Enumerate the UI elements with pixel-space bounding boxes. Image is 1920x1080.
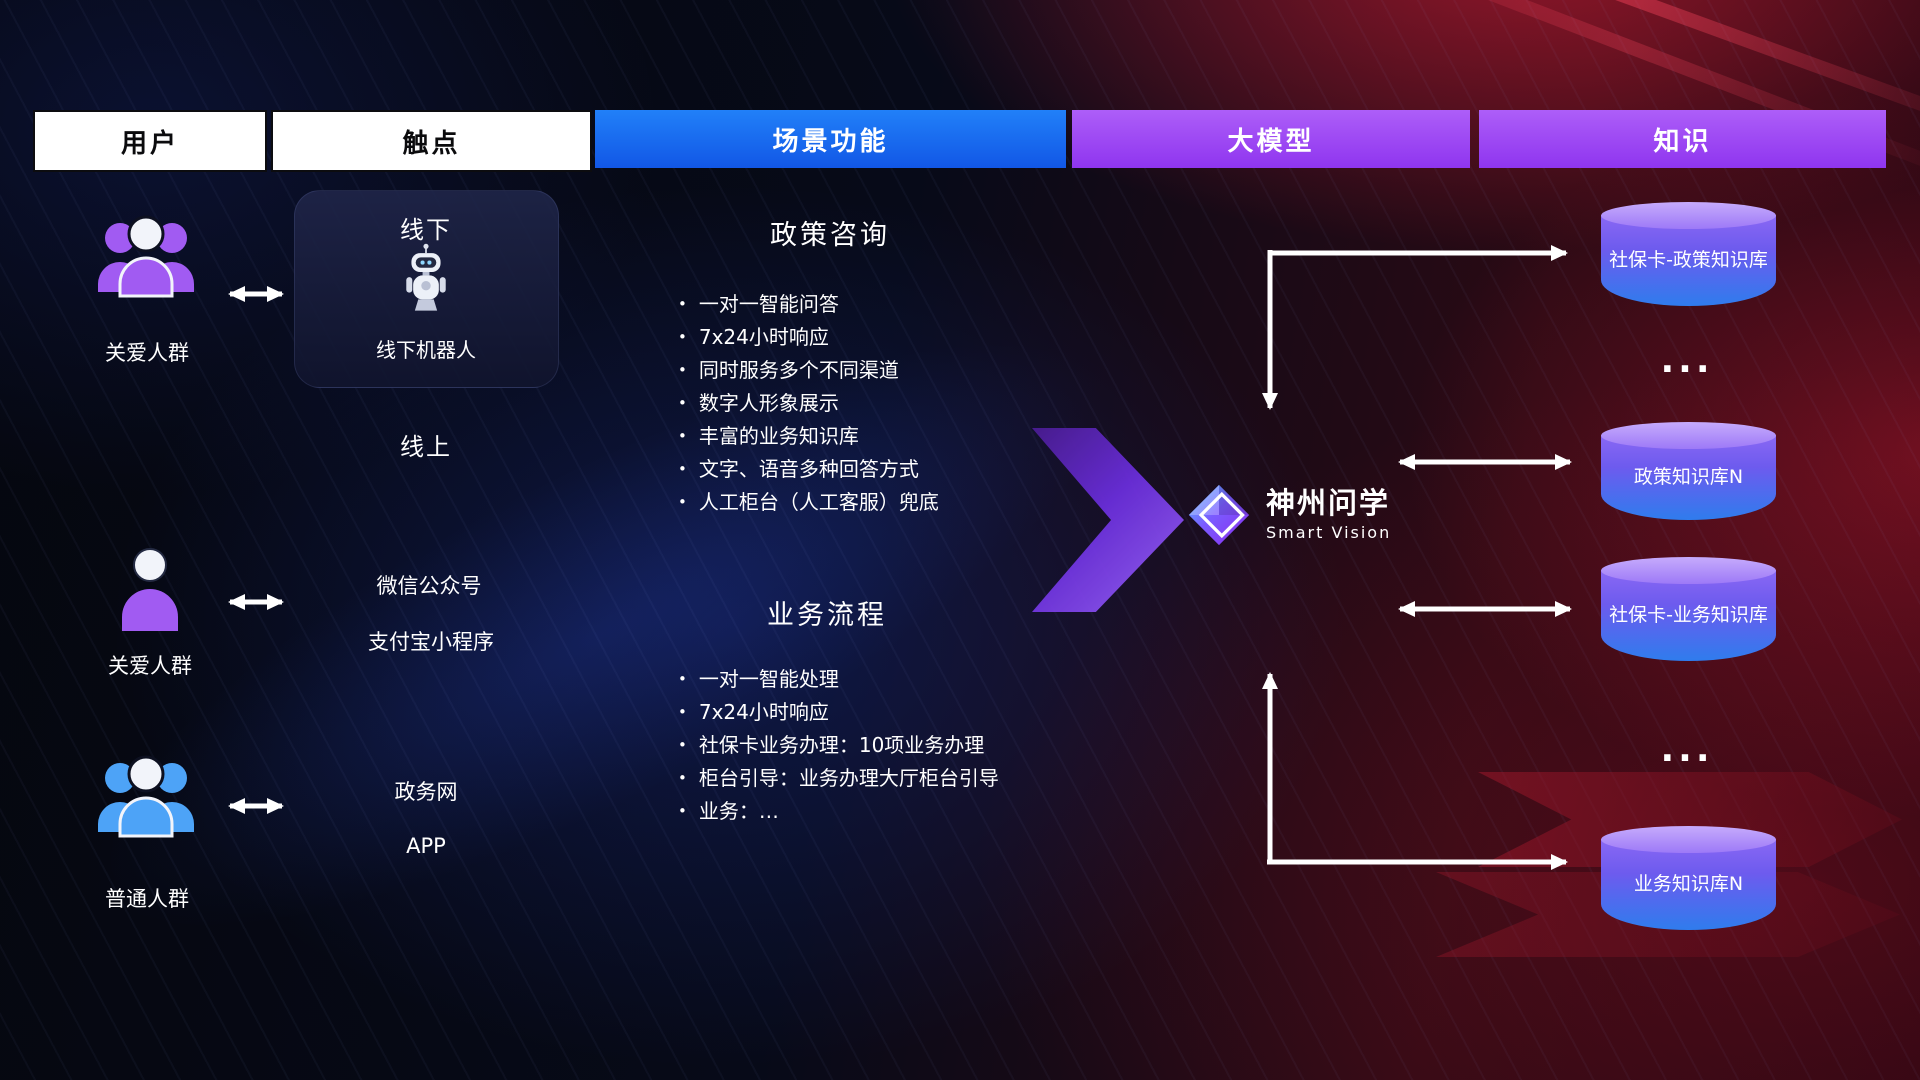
- db-social-policy: 社保卡-政策知识库: [1601, 202, 1776, 306]
- db-cylinder-body: [1601, 570, 1776, 661]
- header-col-users: 用户: [33, 110, 267, 172]
- user-ordinary-label: 普通人群: [105, 887, 189, 911]
- user-group-purple-icon: [98, 215, 194, 298]
- bullet-item: 丰富的业务知识库: [678, 420, 939, 453]
- db-business-n: 业务知识库N: [1601, 826, 1776, 930]
- bullet-item: 一对一智能问答: [678, 288, 939, 321]
- user-group-blue-icon: [98, 755, 194, 838]
- db-cylinder-body: [1601, 215, 1776, 306]
- channel-gov-web: 政务网: [394, 780, 458, 804]
- header-col-knowledge: 知识: [1479, 110, 1886, 168]
- db-cylinder-body: [1601, 839, 1776, 930]
- model-logo: 神州问学 Smart Vision: [1186, 482, 1391, 548]
- db-policy-n: 政策知识库N: [1601, 422, 1776, 520]
- scenario-business-title: 业务流程: [767, 600, 887, 631]
- robot-icon: [406, 243, 446, 311]
- knowledge-ellipsis-top: ...: [1660, 340, 1714, 381]
- db-cylinder-cap: [1601, 422, 1776, 449]
- knowledge-ellipsis-bottom: ...: [1660, 729, 1714, 770]
- user-single-purple-icon: [122, 548, 178, 631]
- offline-robot-label: 线下机器人: [376, 338, 476, 362]
- db-label: 社保卡-业务知识库: [1609, 603, 1768, 626]
- channel-app: APP: [406, 834, 446, 858]
- model-text: 神州问学 Smart Vision: [1266, 486, 1392, 542]
- header-col-touchpoints: 触点: [271, 110, 592, 172]
- offline-title: 线下: [400, 216, 452, 244]
- online-title: 线上: [400, 433, 452, 461]
- model-subtitle: Smart Vision: [1266, 522, 1392, 542]
- db-cylinder-body: [1601, 435, 1776, 520]
- bullet-item: 7x24小时响应: [678, 321, 939, 354]
- db-cylinder-cap: [1601, 557, 1776, 584]
- bullet-item: 同时服务多个不同渠道: [678, 354, 939, 387]
- scenario-business-bullets: 一对一智能处理 7x24小时响应 社保卡业务办理：10项业务办理 柜台引导：业务…: [678, 663, 999, 828]
- user-single-label: 关爱人群: [108, 654, 192, 678]
- channel-wechat: 微信公众号: [376, 574, 482, 598]
- header-col-scenarios: 场景功能: [595, 110, 1066, 168]
- db-label: 业务知识库N: [1633, 872, 1744, 895]
- diamond-logo-icon: [1188, 484, 1250, 546]
- channel-alipay: 支付宝小程序: [368, 630, 494, 654]
- db-label: 政策知识库N: [1633, 465, 1744, 488]
- scenario-policy-bullets: 一对一智能问答 7x24小时响应 同时服务多个不同渠道 数字人形象展示 丰富的业…: [678, 288, 939, 519]
- bullet-item: 人工柜台（人工客服）兜底: [678, 486, 939, 519]
- user-group-label: 关爱人群: [105, 341, 189, 365]
- db-social-business: 社保卡-业务知识库: [1601, 557, 1776, 661]
- bullet-item: 社保卡业务办理：10项业务办理: [678, 729, 999, 762]
- bullet-item: 数字人形象展示: [678, 387, 939, 420]
- bullet-item: 文字、语音多种回答方式: [678, 453, 939, 486]
- db-cylinder-cap: [1601, 202, 1776, 229]
- bullet-item: 柜台引导：业务办理大厅柜台引导: [678, 762, 999, 795]
- bullet-item: 7x24小时响应: [678, 696, 999, 729]
- bullet-item: 一对一智能处理: [678, 663, 999, 696]
- header-col-model: 大模型: [1072, 110, 1470, 168]
- bullet-item: 业务：…: [678, 795, 999, 828]
- db-label: 社保卡-政策知识库: [1609, 248, 1768, 271]
- model-name: 神州问学: [1266, 486, 1391, 521]
- scenario-policy-title: 政策咨询: [770, 220, 890, 251]
- db-cylinder-cap: [1601, 826, 1776, 853]
